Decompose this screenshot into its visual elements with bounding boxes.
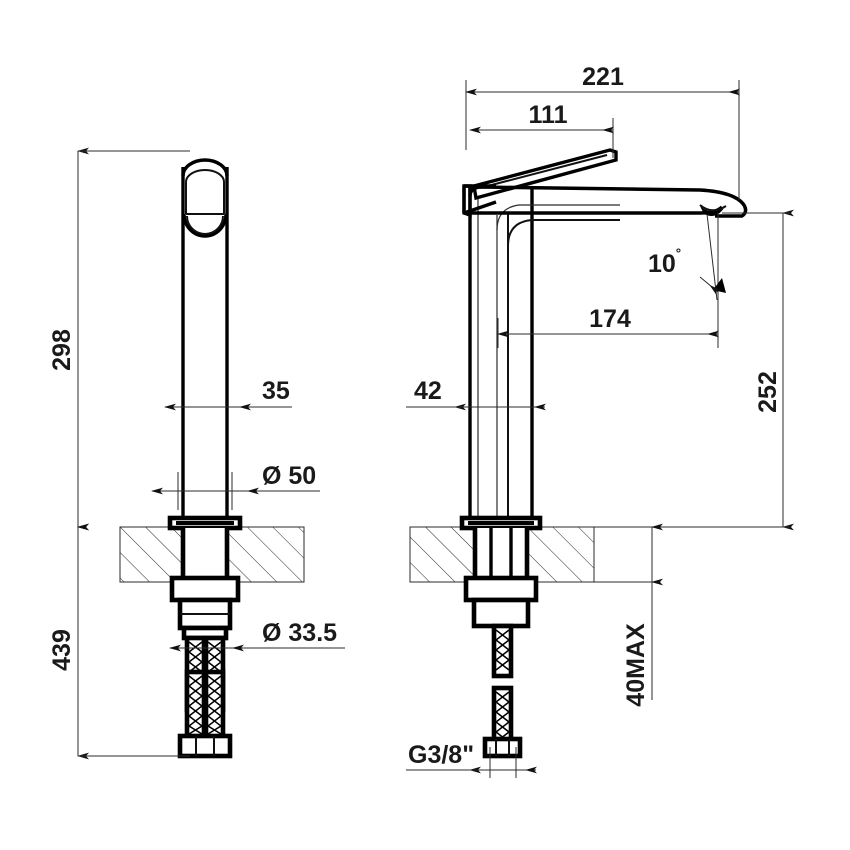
dim-label-111: 111	[529, 101, 568, 129]
supply-hose-right-upper	[491, 623, 514, 679]
dim-label-g38: G3/8"	[408, 741, 474, 769]
dim-35: 35	[164, 377, 292, 411]
dim-174: 174	[497, 213, 719, 348]
dim-g38: G3/8"	[406, 741, 537, 778]
dim-angle-10: 10 ˚	[648, 213, 726, 301]
dim-42: 42	[406, 377, 546, 411]
mixer-body-left	[181, 158, 229, 527]
dim-label-dia-33-5: Ø 33.5	[262, 619, 337, 647]
dim-label-221: 221	[582, 63, 624, 91]
shank-right	[463, 528, 539, 629]
left-view-group: 298 439 35 Ø 50 Ø 33.5	[48, 147, 345, 760]
escutcheon-left	[167, 515, 243, 531]
dim-252: 252	[600, 209, 794, 531]
dim-298: 298	[48, 147, 190, 531]
dim-dia-50: Ø 50	[151, 462, 320, 510]
supply-hose-left-lower	[177, 669, 233, 759]
dim-label-439: 439	[48, 629, 76, 671]
dim-label-35: 35	[262, 377, 290, 405]
escutcheon-right	[459, 515, 543, 531]
dim-label-174: 174	[589, 305, 631, 333]
right-view-group: 221 111 174 42 252	[406, 63, 794, 778]
dim-dia-33-5: Ø 33.5	[169, 619, 345, 652]
dim-111: 111	[469, 101, 614, 158]
dim-40max: 40MAX	[594, 523, 663, 707]
dim-221: 221	[465, 63, 740, 200]
dim-label-10-deg: 10	[648, 250, 676, 278]
dim-label-252: 252	[754, 371, 782, 413]
dim-439: 439	[48, 523, 190, 760]
dim-label-298: 298	[48, 329, 76, 371]
supply-hose-right-lower	[482, 685, 523, 759]
lever-handle-right	[462, 148, 618, 218]
mixer-body-right	[468, 186, 620, 527]
dim-label-40max: 40MAX	[622, 623, 650, 707]
dim-label-dia-50: Ø 50	[262, 462, 316, 490]
dim-label-42: 42	[414, 377, 442, 405]
degree-symbol: ˚	[676, 247, 682, 266]
shank-left	[169, 528, 241, 641]
